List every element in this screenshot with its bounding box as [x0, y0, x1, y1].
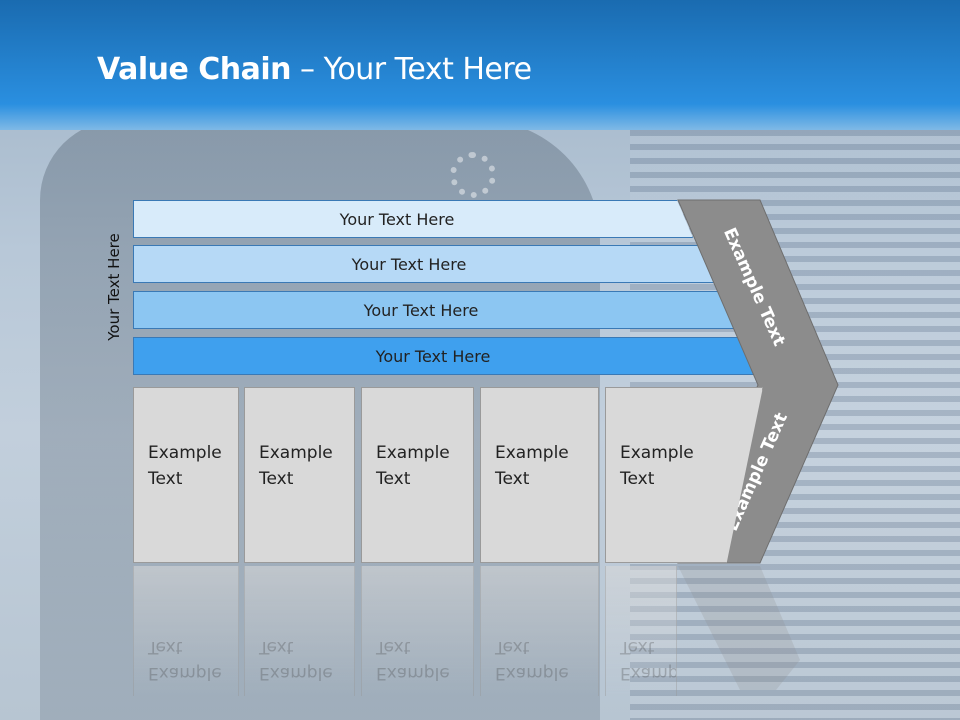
activity-box-2-line2: Text — [259, 469, 294, 489]
box-reflection-2-line1: Example — [259, 663, 333, 683]
box-reflection-3-line2: Text — [376, 637, 411, 657]
activity-box-1-line1: Example — [148, 443, 222, 463]
box-reflection-5-line2: Text — [620, 637, 655, 657]
box-reflection-4-text: Example Text — [495, 634, 569, 686]
support-bar-2-label: Your Text Here — [351, 254, 467, 274]
activity-box-4-line1: Example — [495, 443, 569, 463]
activity-box-3-line2: Text — [376, 469, 411, 489]
activity-box-5-line1: Example — [620, 443, 694, 463]
support-bar-3: Your Text Here — [133, 291, 741, 329]
activity-box-3-line1: Example — [376, 443, 450, 463]
box-reflection-1-line2: Text — [148, 637, 183, 657]
header-band — [0, 0, 960, 130]
box-reflection-2-text: Example Text — [259, 634, 333, 686]
support-bar-2: Your Text Here — [133, 245, 717, 283]
box-reflection-4: Example Text — [480, 566, 599, 696]
support-bar-3-label: Your Text Here — [363, 300, 479, 320]
box-reflection-1: Example Text — [133, 566, 239, 696]
chevron-reflection — [678, 566, 800, 690]
box-reflection-1-line1: Example — [148, 663, 222, 683]
box-reflection-5: Example Text — [605, 566, 677, 696]
box-reflection-4-line2: Text — [495, 637, 530, 657]
title-rest-part: – Your Text Here — [291, 52, 532, 87]
activity-box-1-line2: Text — [148, 469, 183, 489]
box-reflection-3: Example Text — [361, 566, 474, 696]
activity-box-5-line2: Text — [620, 469, 655, 489]
box-reflection-3-line1: Example — [376, 663, 450, 683]
box-reflection-2-line2: Text — [259, 637, 294, 657]
chevron-shape — [677, 199, 839, 564]
activity-box-4-line2: Text — [495, 469, 530, 489]
box-reflection-2: Example Text — [244, 566, 355, 696]
box-reflection-1-text: Example Text — [148, 634, 222, 686]
title-bold-part: Value Chain — [97, 52, 292, 87]
support-bar-1-label: Your Text Here — [339, 209, 455, 229]
box-reflection-3-text: Example Text — [376, 634, 450, 686]
slide-title: Value Chain – Your Text Here — [97, 52, 532, 87]
box-reflection-5-text: Example Text — [620, 634, 677, 686]
support-bar-4-label: Your Text Here — [375, 346, 491, 366]
activity-box-2-line1: Example — [259, 443, 333, 463]
box-reflection-5-line1: Example — [620, 663, 677, 683]
support-bar-1: Your Text Here — [133, 200, 693, 238]
box-reflection-4-line1: Example — [495, 663, 569, 683]
background-gear-icon — [450, 152, 496, 198]
